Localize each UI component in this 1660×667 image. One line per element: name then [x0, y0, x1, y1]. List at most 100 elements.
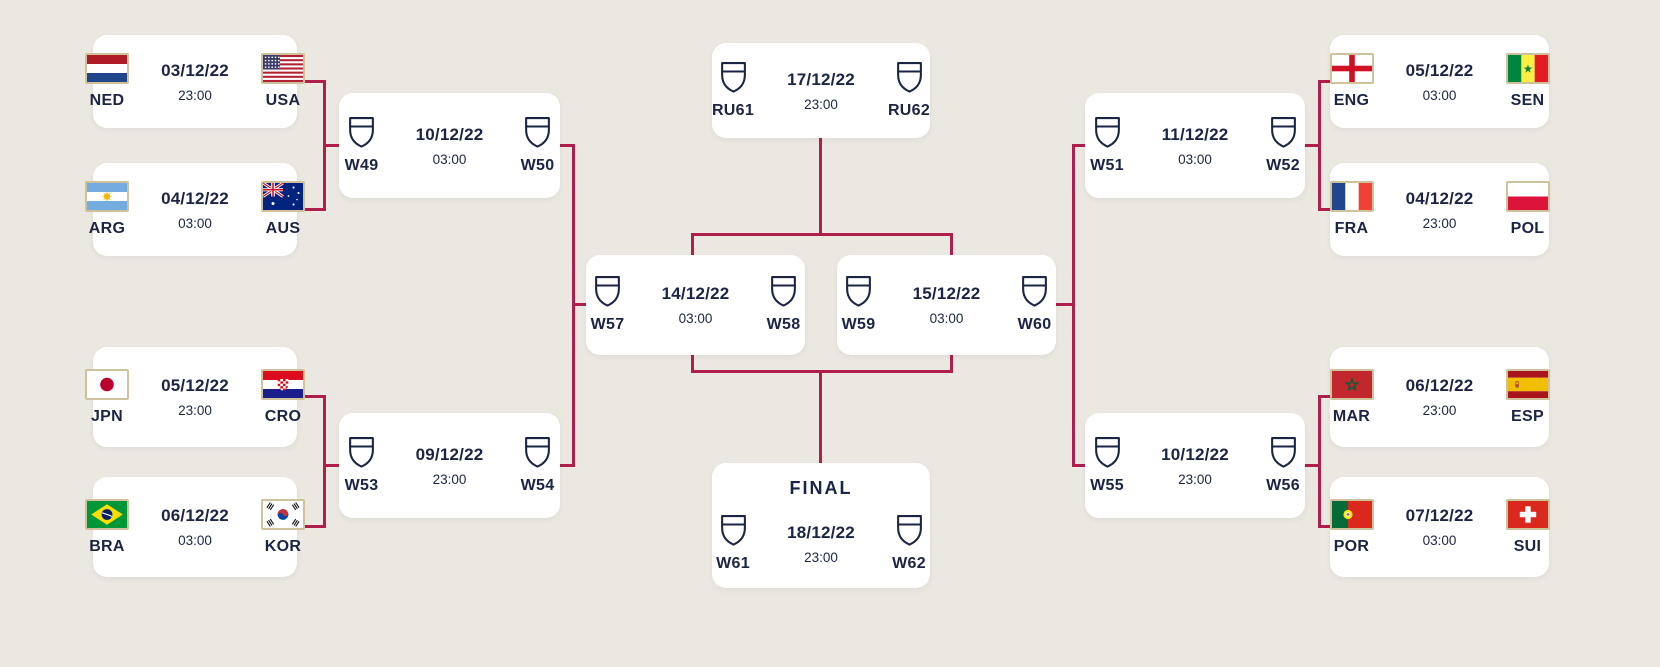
connector-line [1305, 144, 1318, 147]
away-team: ESP [1502, 368, 1554, 426]
away-team: CRO [257, 368, 309, 426]
team-code: KOR [264, 537, 302, 555]
team-code: ESP [1511, 407, 1544, 425]
match-time: 03:00 [678, 311, 713, 326]
connector-line [1321, 208, 1330, 211]
eng-flag-icon [1329, 53, 1374, 84]
team-code: MAR [1332, 407, 1371, 425]
placeholder-label: W56 [1266, 476, 1300, 494]
connector-line [950, 236, 953, 255]
connector-line [691, 233, 953, 236]
match-datetime: 03/12/22 23:00 [151, 61, 239, 103]
home-team-placeholder: W59 [833, 276, 885, 334]
connector-line [560, 464, 572, 467]
shield-icon [720, 61, 747, 93]
connector-line [575, 303, 586, 306]
esp-flag-icon [1505, 368, 1550, 400]
team-code: USA [265, 92, 301, 109]
home-team: ARG [81, 181, 133, 238]
connector-line [326, 464, 339, 467]
placeholder-label: RU62 [887, 101, 931, 119]
placeholder-label: W61 [716, 555, 750, 572]
home-team-placeholder: W51 [1081, 116, 1133, 175]
away-team: KOR [257, 498, 309, 556]
placeholder-label: W60 [1017, 316, 1052, 333]
match-time: 23:00 [432, 471, 467, 487]
placeholder-label: W53 [344, 476, 379, 494]
match-time: 23:00 [804, 96, 838, 112]
jpn-flag-icon [85, 368, 129, 400]
away-team-placeholder: W54 [512, 436, 564, 495]
shield-icon [845, 276, 872, 307]
shield-icon [896, 515, 923, 546]
match-date: 05/12/22 [161, 376, 229, 395]
team-code: CRO [264, 407, 302, 425]
ned-flag-icon [85, 53, 129, 84]
away-team: SEN [1502, 53, 1554, 110]
placeholder-label: W51 [1090, 156, 1124, 174]
pol-flag-icon [1505, 181, 1550, 212]
sen-flag-icon [1505, 53, 1550, 84]
match-time: 23:00 [1178, 471, 1212, 487]
placeholder-label: RU61 [711, 101, 755, 119]
away-team-placeholder: W62 [883, 515, 935, 573]
bra-flag-icon [85, 498, 129, 530]
por-flag-icon [1329, 498, 1374, 530]
match-time: 03:00 [929, 311, 964, 326]
match-time: 23:00 [178, 87, 212, 103]
match-date: 05/12/22 [1405, 60, 1474, 80]
match-date: 10/12/22 [1161, 444, 1229, 464]
connector-line [819, 373, 822, 463]
shield-icon [1270, 436, 1297, 468]
kor-flag-icon [261, 498, 305, 530]
connector-line [1305, 464, 1318, 467]
match-time: 23:00 [1422, 215, 1457, 231]
away-team-placeholder: W56 [1257, 436, 1309, 495]
shield-icon [896, 61, 923, 93]
team-code: POL [1510, 220, 1545, 237]
match-date: 10/12/22 [415, 124, 484, 144]
home-team-placeholder: W55 [1081, 436, 1133, 495]
connector-line [1321, 525, 1330, 528]
home-team-placeholder: W57 [582, 276, 634, 334]
shield-icon [720, 515, 747, 546]
match-date: 03/12/22 [161, 60, 229, 80]
connector-line [572, 144, 575, 467]
team-code: POR [1333, 537, 1370, 555]
away-team-placeholder: W52 [1257, 116, 1309, 175]
placeholder-label: W54 [520, 476, 555, 494]
team-code: SUI [1513, 537, 1542, 555]
match-time: 03:00 [178, 215, 212, 231]
away-team: USA [257, 53, 309, 110]
